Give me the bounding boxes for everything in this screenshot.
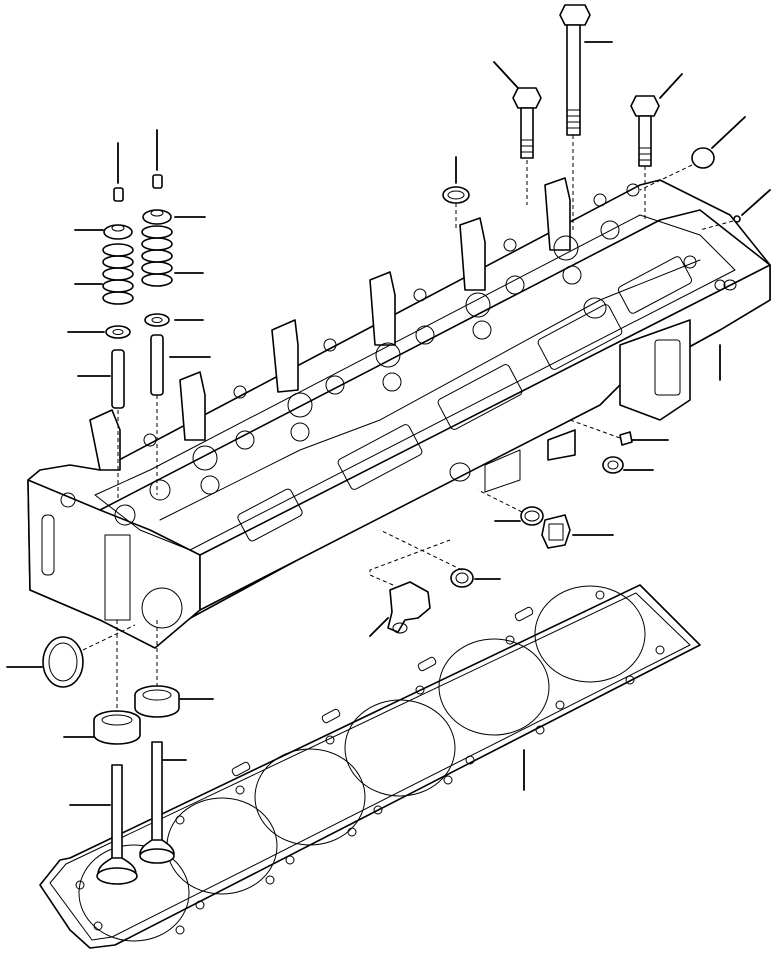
head-bolt-short-b (630, 95, 660, 167)
valve-seat-insert-left (93, 710, 141, 745)
valve-seat-insert-right (134, 685, 180, 718)
o-ring-side (477, 489, 544, 526)
elbow-fitting (369, 539, 451, 634)
spring-seat-right (144, 313, 170, 327)
head-bolt-short-a (512, 87, 542, 159)
spring-retainer-left (103, 224, 133, 240)
valve-spring-left (102, 243, 134, 305)
callout-leaders (6, 41, 771, 806)
intake-valve (96, 764, 138, 885)
drain-plug (541, 514, 571, 549)
small-plug (699, 215, 741, 231)
spring-seat-left (105, 325, 131, 339)
cylinder-head (27, 177, 771, 649)
exhaust-valve (139, 741, 175, 864)
plug-hex-side (602, 456, 624, 474)
seal-ring-side (42, 624, 136, 688)
valve-spring-right (141, 225, 173, 287)
expansion-plug (639, 147, 715, 191)
valve-guide-left (111, 349, 125, 409)
bracket-rear (619, 319, 691, 421)
head-bolt-long (559, 4, 591, 136)
plug-small-side (569, 419, 633, 446)
head-gasket (39, 584, 701, 949)
valve-keepers-left (113, 187, 124, 202)
seal-ring-top (442, 186, 470, 230)
valve-keepers-right (152, 174, 163, 189)
valve-guide-right (150, 334, 164, 396)
cup-plug-front (450, 568, 474, 588)
spring-retainer-right (142, 209, 172, 225)
